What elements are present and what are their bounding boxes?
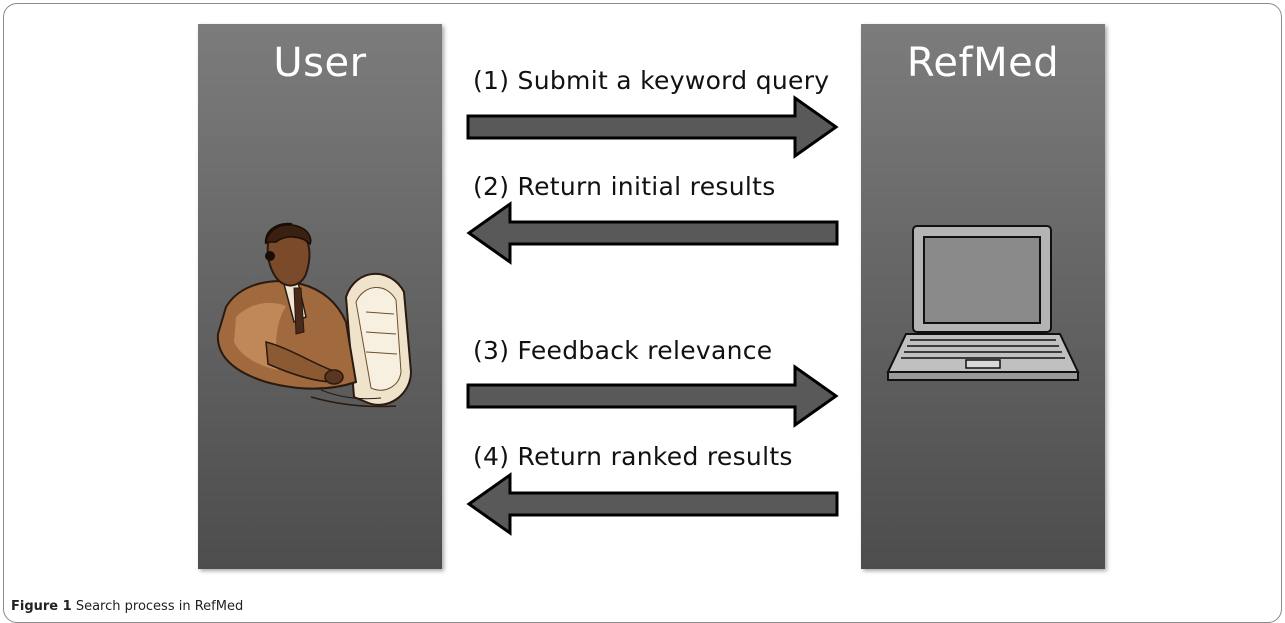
step-2-label: (2) Return initial results — [473, 172, 776, 201]
step-3-arrow-right-icon — [466, 364, 839, 428]
arrow-shape — [466, 201, 839, 265]
arrow-shape — [466, 472, 839, 536]
arrow-shape — [466, 95, 839, 159]
person-at-computer-icon — [216, 222, 413, 408]
refmed-panel-title: RefMed — [906, 40, 1060, 86]
step-4-label: (4) Return ranked results — [473, 442, 793, 471]
step-1-label: (1) Submit a keyword query — [473, 66, 830, 95]
step-1-arrow-right-icon — [466, 95, 839, 159]
step-3-label: (3) Feedback relevance — [473, 336, 773, 365]
figure-caption: Figure 1 Search process in RefMed — [11, 599, 243, 614]
figure-caption-text: Search process in RefMed — [75, 599, 244, 614]
step-2-arrow-left-icon — [466, 201, 839, 265]
figure-caption-label: Figure 1 — [11, 599, 72, 614]
user-panel-title: User — [273, 40, 367, 86]
arrow-shape — [466, 364, 839, 428]
laptop-icon — [886, 225, 1080, 381]
step-4-arrow-left-icon — [466, 472, 839, 536]
